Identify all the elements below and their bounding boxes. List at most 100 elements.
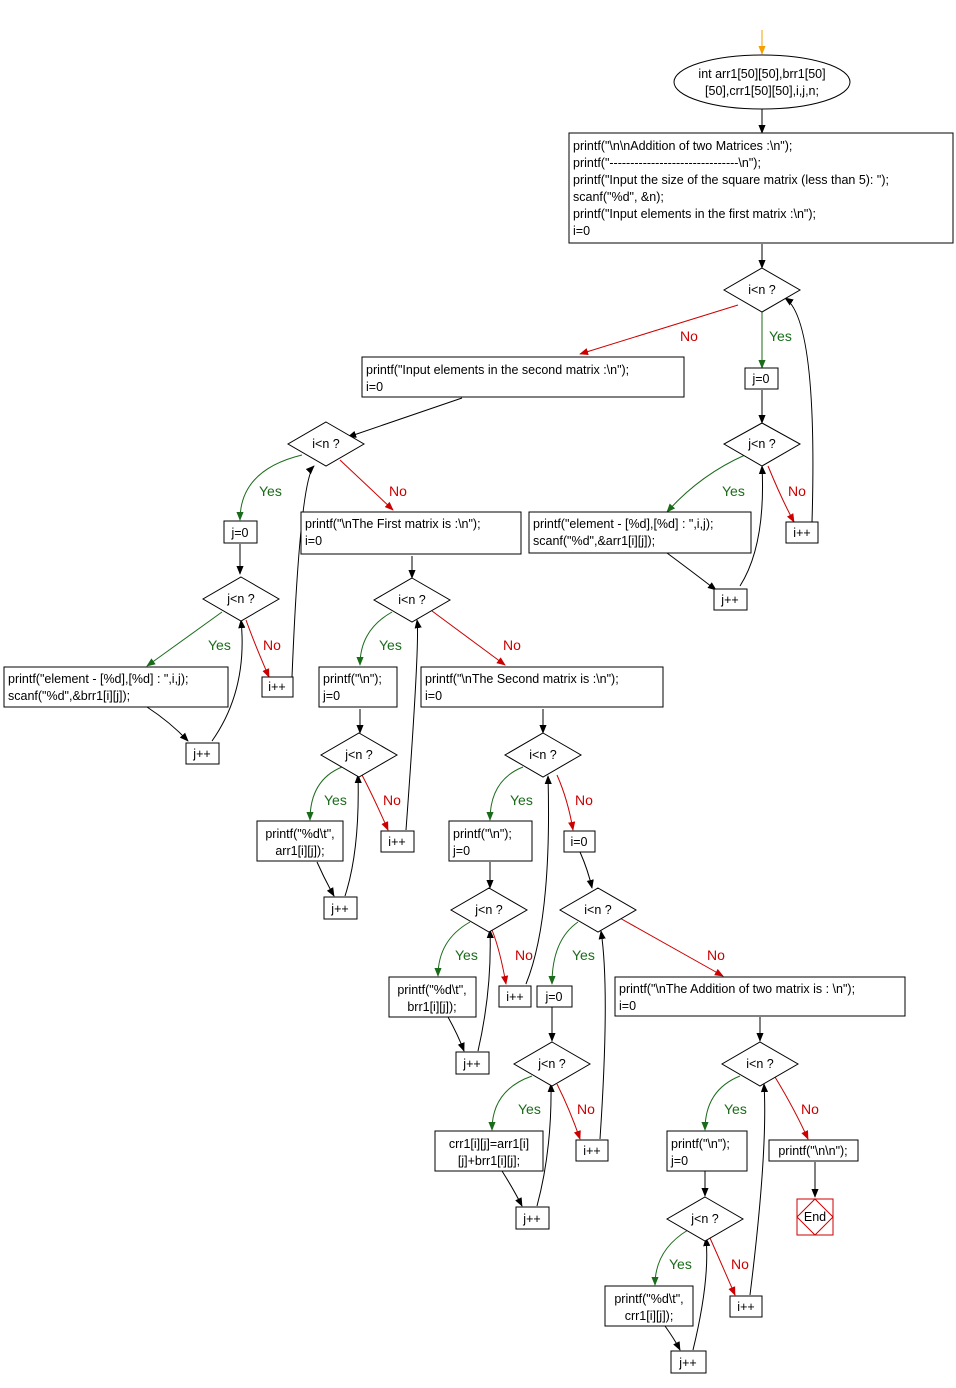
- no-label: No: [389, 483, 407, 499]
- inc-text: j++: [720, 593, 738, 607]
- edge: [347, 397, 463, 438]
- code-line: i=0: [305, 534, 322, 548]
- edge-yes: [488, 1075, 533, 1131]
- decision-j-first-input: j<n ?: [722, 422, 802, 467]
- decision-i-first-input: i<n ?: [723, 267, 801, 313]
- edge-no: [431, 610, 506, 666]
- inc-i-print-first: i++: [380, 830, 415, 853]
- yes-label: Yes: [724, 1101, 747, 1117]
- code-line: j=0: [452, 844, 470, 858]
- yes-label: Yes: [669, 1256, 692, 1272]
- code-line: printf("\n");: [671, 1137, 730, 1151]
- inc-text: j++: [678, 1356, 696, 1370]
- decision-text: j<n ?: [690, 1212, 719, 1226]
- decision-j-print-addition: j<n ?: [666, 1196, 744, 1242]
- no-label: No: [731, 1256, 749, 1272]
- no-label: No: [263, 637, 281, 653]
- code-line: printf("\nThe Addition of two matrix is …: [619, 982, 855, 996]
- edge-yes: [306, 766, 343, 821]
- code-line: j=0: [322, 689, 340, 703]
- inc-j-addition: j++: [515, 1206, 550, 1230]
- edge-no: [774, 1076, 809, 1140]
- code-line: printf("%d\t",: [397, 983, 466, 997]
- second-header-block: printf("\nThe Second matrix is :\n"); i=…: [420, 666, 664, 708]
- newline-j0-second: printf("\n"); j=0: [448, 820, 533, 862]
- code-line: scanf("%d", &n);: [573, 190, 664, 204]
- edge: [344, 774, 362, 897]
- code-line: printf("%d\t",: [614, 1292, 683, 1306]
- code-line: i=0: [425, 689, 442, 703]
- code-line: printf("\nThe Second matrix is :\n");: [425, 672, 619, 686]
- inc-j-print-second: j++: [455, 1051, 490, 1075]
- inc-i-addition: i++: [575, 1139, 609, 1162]
- assign-text: j=0: [751, 372, 769, 386]
- print-arr-block: printf("%d\t", arr1[i][j]);: [256, 820, 344, 862]
- read-first-block: printf("element - [%d],[%d] : ",i,j); sc…: [528, 511, 752, 554]
- inc-text: i++: [388, 835, 405, 849]
- decision-text: j<n ?: [474, 903, 503, 917]
- code-line: printf("%d\t",: [265, 827, 334, 841]
- decision-j-addition: j<n ?: [513, 1041, 591, 1087]
- code-line: arr1[i][j]);: [275, 844, 324, 858]
- decision-text: j<n ?: [344, 748, 373, 762]
- no-label: No: [383, 792, 401, 808]
- edge-yes: [356, 611, 393, 666]
- no-label: No: [575, 792, 593, 808]
- inc-text: i++: [793, 526, 810, 540]
- decision-text: i<n ?: [312, 437, 340, 451]
- no-label: No: [801, 1101, 819, 1117]
- yes-label: Yes: [722, 483, 745, 499]
- edge-yes: [146, 611, 223, 667]
- edge: [664, 1325, 681, 1351]
- decision-text: j<n ?: [226, 592, 255, 606]
- edge: [784, 297, 814, 523]
- decision-j-print-first: j<n ?: [320, 732, 398, 778]
- code-line: printf("\n");: [323, 672, 382, 686]
- edge: [447, 1016, 465, 1052]
- code-line: scanf("%d",&brr1[i][j]);: [8, 689, 130, 703]
- code-line: crr1[i][j]);: [625, 1309, 674, 1323]
- edge-no: [556, 1083, 581, 1140]
- edge-yes: [651, 1229, 689, 1286]
- edge: [692, 1237, 711, 1351]
- yes-label: Yes: [259, 483, 282, 499]
- edge-yes: [486, 766, 524, 821]
- edge-yes: [548, 921, 579, 985]
- decision-i-print-addition: i<n ?: [721, 1041, 799, 1087]
- decision-text: i<n ?: [746, 1057, 774, 1071]
- newline-j0-addition: printf("\n"); j=0: [666, 1130, 748, 1172]
- edge: [739, 465, 767, 587]
- code-line: j=0: [670, 1154, 688, 1168]
- assign-text: j=0: [230, 526, 248, 540]
- print-crr-block: printf("%d\t", crr1[i][j]);: [604, 1285, 694, 1327]
- end-node: End: [796, 1198, 834, 1236]
- code-line: crr1[i][j]=arr1[i]: [449, 1137, 529, 1151]
- inc-text: j++: [462, 1057, 480, 1071]
- decision-text: i<n ?: [398, 593, 426, 607]
- assign-j0-addition: j=0: [536, 985, 573, 1008]
- edge: [749, 1083, 769, 1296]
- edge: [291, 465, 315, 678]
- edge: [316, 861, 335, 897]
- edge-no: [556, 774, 576, 831]
- decision-text: j<n ?: [537, 1057, 566, 1071]
- decision-text: i<n ?: [748, 283, 776, 297]
- final-newlines-block: printf("\n\n");: [768, 1139, 859, 1162]
- decision-i-print-second: i<n ?: [504, 732, 582, 778]
- yes-label: Yes: [510, 792, 533, 808]
- inc-text: i++: [268, 680, 285, 694]
- newline-j0-first: printf("\n"); j=0: [318, 666, 398, 708]
- edge-yes: [236, 454, 303, 521]
- inc-j-first: j++: [713, 588, 748, 611]
- edge: [477, 929, 494, 1052]
- start-node: int arr1[50][50],brr1[50] [50],crr1[50][…: [673, 54, 851, 110]
- assign-j0-second: j=0: [223, 520, 258, 544]
- inc-j-print-addition: j++: [670, 1350, 707, 1374]
- edge: [525, 775, 552, 985]
- code-line: [j]+brr1[i][j];: [458, 1154, 520, 1168]
- inc-text: j++: [522, 1212, 540, 1226]
- yes-label: Yes: [379, 637, 402, 653]
- yes-label: Yes: [324, 792, 347, 808]
- addition-header-block: printf("\nThe Addition of two matrix is …: [614, 976, 906, 1017]
